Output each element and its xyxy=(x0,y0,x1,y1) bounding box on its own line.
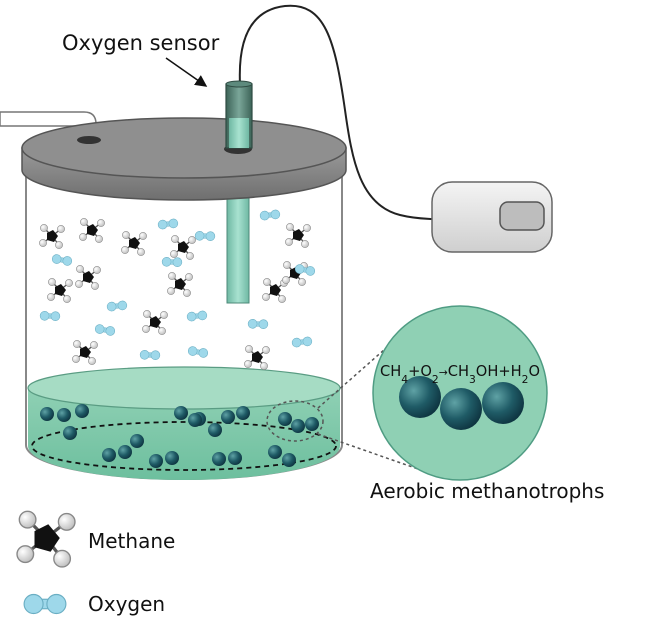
methane-molecule xyxy=(72,340,98,365)
oxygen-molecule-icon xyxy=(23,593,67,615)
oxygen-molecule xyxy=(186,310,208,322)
methanotroph-cell xyxy=(63,426,77,440)
methanotroph-cell xyxy=(75,404,89,418)
methanotroph-cell xyxy=(165,451,179,465)
magnified-cell xyxy=(440,388,482,430)
methanotroph-cell xyxy=(102,448,116,462)
reactor-lid xyxy=(21,117,347,201)
oxygen-molecule xyxy=(294,264,316,276)
oxygen-molecule xyxy=(139,350,161,360)
sensor-cable xyxy=(238,4,441,221)
methane-molecule-icon xyxy=(16,510,76,568)
oxygen-molecule xyxy=(106,300,128,312)
methanotroph-cell xyxy=(305,417,319,431)
methanotroph-cell xyxy=(212,452,226,466)
methane-molecule xyxy=(47,278,73,303)
oxygen-molecule xyxy=(291,336,313,348)
methanotroph-cell xyxy=(57,408,71,422)
oxygen-molecule xyxy=(161,257,183,267)
legend-methane-label: Methane xyxy=(88,529,175,553)
headspace-gas-molecules xyxy=(39,209,316,370)
magnified-cell xyxy=(482,382,524,424)
legend-oxygen-label: Oxygen xyxy=(88,592,165,616)
methanotroph-cell xyxy=(282,453,296,467)
methanotroph-cell xyxy=(228,451,242,465)
magnification-lines xyxy=(266,319,439,477)
legend: Methane Oxygen xyxy=(16,510,175,616)
methane-molecule xyxy=(39,224,65,249)
methanotroph-cell xyxy=(278,412,292,426)
methanotroph-cell xyxy=(188,413,202,427)
methane-molecule xyxy=(79,218,105,243)
methanotroph-cell xyxy=(268,445,282,459)
methane-molecule xyxy=(244,345,270,370)
methanotroph-cell xyxy=(149,454,163,468)
methane-molecule xyxy=(75,265,101,290)
aerobic-methanotrophs-label: Aerobic methanotrophs xyxy=(370,479,604,503)
oxygen-sensor-head xyxy=(225,80,253,149)
methanotroph-cell xyxy=(208,423,222,437)
methane-molecule xyxy=(16,510,76,568)
magnified-cell xyxy=(399,376,441,418)
oxygen-meter-device xyxy=(431,181,553,253)
oxygen-molecule xyxy=(94,324,116,336)
methanotroph-cell xyxy=(236,406,250,420)
oxygen-sensor-label: Oxygen sensor xyxy=(62,31,220,55)
methanotroph-cell xyxy=(174,406,188,420)
methane-molecule xyxy=(170,235,196,260)
methane-molecule xyxy=(142,310,168,335)
methane-molecule xyxy=(121,231,147,256)
sensor-pointer-arrow xyxy=(165,57,208,87)
methane-molecule xyxy=(167,272,193,297)
methanotroph-cells xyxy=(40,404,319,468)
methanotroph-cell xyxy=(118,445,132,459)
oxygen-molecule xyxy=(157,218,179,230)
methanotroph-cell xyxy=(221,410,235,424)
methanotroph-cell xyxy=(130,434,144,448)
magnified-view xyxy=(372,305,548,481)
oxygen-molecule xyxy=(187,346,209,358)
methanotroph-cell xyxy=(291,419,305,433)
oxygen-molecule xyxy=(247,319,269,329)
oxygen-molecule xyxy=(51,254,73,266)
oxygen-molecule xyxy=(23,593,67,615)
oxygen-molecule xyxy=(259,209,281,221)
oxygen-molecule xyxy=(194,231,216,241)
methanotroph-cell xyxy=(40,407,54,421)
oxygen-molecule xyxy=(39,311,61,321)
methane-molecule xyxy=(285,223,311,248)
